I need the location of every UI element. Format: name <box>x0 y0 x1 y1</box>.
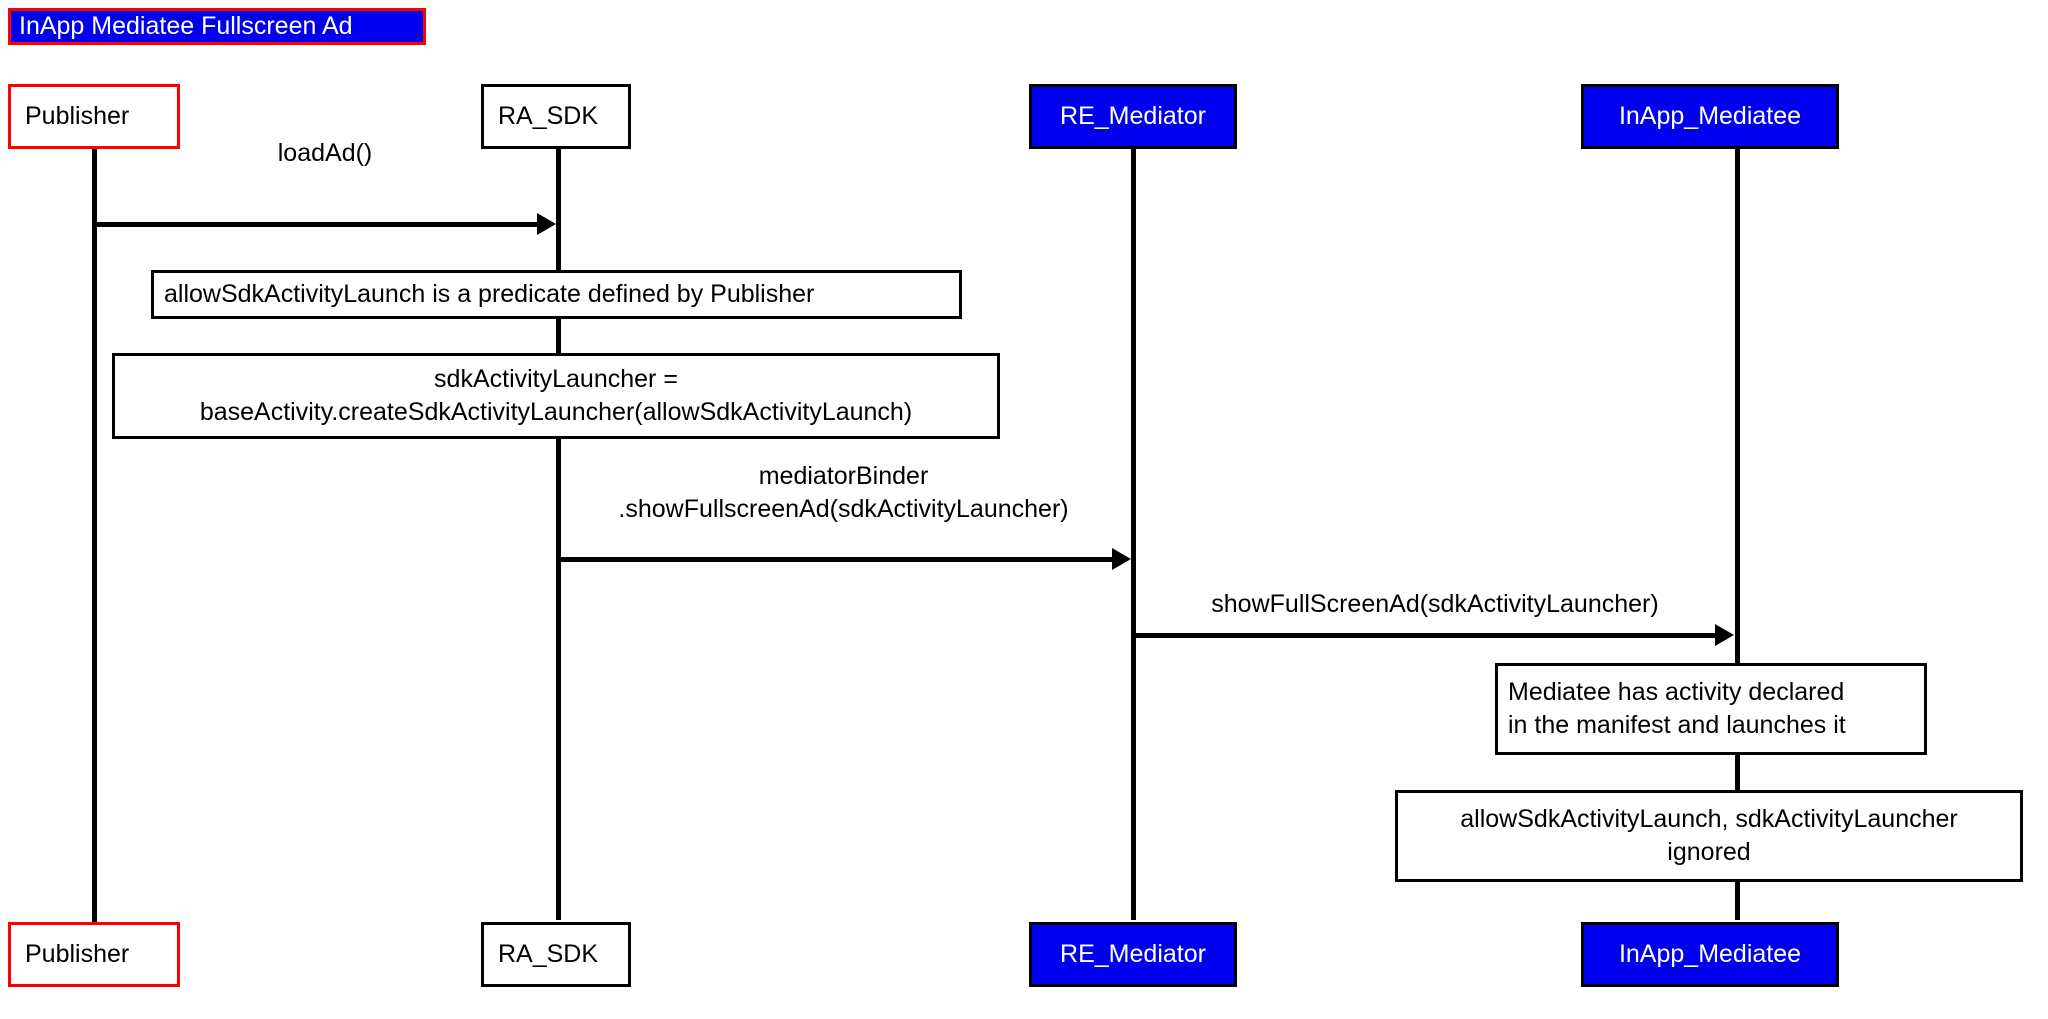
message-label-show-full-screen-ad: showFullScreenAd(sdkActivityLauncher) <box>1211 590 1659 618</box>
participant-footer-re-mediator-label: RE_Mediator <box>1060 940 1206 968</box>
participant-footer-publisher[interactable]: Publisher <box>8 922 180 987</box>
note-ignored-text: allowSdkActivityLaunch, sdkActivityLaunc… <box>1460 805 1958 866</box>
participant-header-inapp-mediatee-label: InApp_Mediatee <box>1618 102 1802 130</box>
note-predicate: allowSdkActivityLaunch is a predicate de… <box>151 270 962 319</box>
participant-header-ra-sdk-label: RA_SDK <box>498 102 599 130</box>
participant-header-ra-sdk[interactable]: RA_SDK <box>481 84 631 149</box>
participant-footer-publisher-label: Publisher <box>25 940 130 968</box>
message-line-show-fullscreen-ad <box>558 557 1114 562</box>
participant-footer-inapp-mediatee[interactable]: InApp_Mediatee <box>1581 922 1839 987</box>
diagram-title: InApp Mediatee Fullscreen Ad <box>8 8 426 45</box>
participant-header-re-mediator-label: RE_Mediator <box>1060 102 1206 130</box>
participant-header-publisher-label: Publisher <box>25 102 130 130</box>
message-label-load-ad: loadAd() <box>277 139 373 167</box>
lifeline-inapp-mediatee <box>1735 120 1740 920</box>
note-manifest: Mediatee has activity declared in the ma… <box>1495 663 1927 755</box>
message-label-show-fullscreen-ad: mediatorBinder .showFullscreenAd(sdkActi… <box>618 462 1069 523</box>
note-manifest-text: Mediatee has activity declared in the ma… <box>1508 678 1846 739</box>
message-line-show-full-screen-ad <box>1133 633 1716 638</box>
message-arrowhead-show-full-screen-ad <box>1715 624 1734 646</box>
participant-header-re-mediator[interactable]: RE_Mediator <box>1029 84 1237 149</box>
message-arrowhead-load-ad <box>537 213 556 235</box>
participant-footer-inapp-mediatee-label: InApp_Mediatee <box>1618 940 1802 968</box>
message-arrowhead-show-fullscreen-ad <box>1112 548 1131 570</box>
note-sdk-activity-launcher-text: sdkActivityLauncher = baseActivity.creat… <box>199 365 913 426</box>
note-sdk-activity-launcher: sdkActivityLauncher = baseActivity.creat… <box>112 353 1000 439</box>
note-ignored: allowSdkActivityLaunch, sdkActivityLaunc… <box>1395 790 2023 882</box>
participant-footer-re-mediator[interactable]: RE_Mediator <box>1029 922 1237 987</box>
note-predicate-text: allowSdkActivityLaunch is a predicate de… <box>164 280 815 308</box>
participant-header-inapp-mediatee[interactable]: InApp_Mediatee <box>1581 84 1839 149</box>
lifeline-publisher <box>92 128 97 922</box>
message-line-load-ad <box>94 222 538 227</box>
lifeline-ra-sdk <box>556 120 561 920</box>
participant-footer-ra-sdk[interactable]: RA_SDK <box>481 922 631 987</box>
participant-header-publisher[interactable]: Publisher <box>8 84 180 149</box>
participant-footer-ra-sdk-label: RA_SDK <box>498 940 599 968</box>
lifeline-re-mediator <box>1131 120 1136 920</box>
